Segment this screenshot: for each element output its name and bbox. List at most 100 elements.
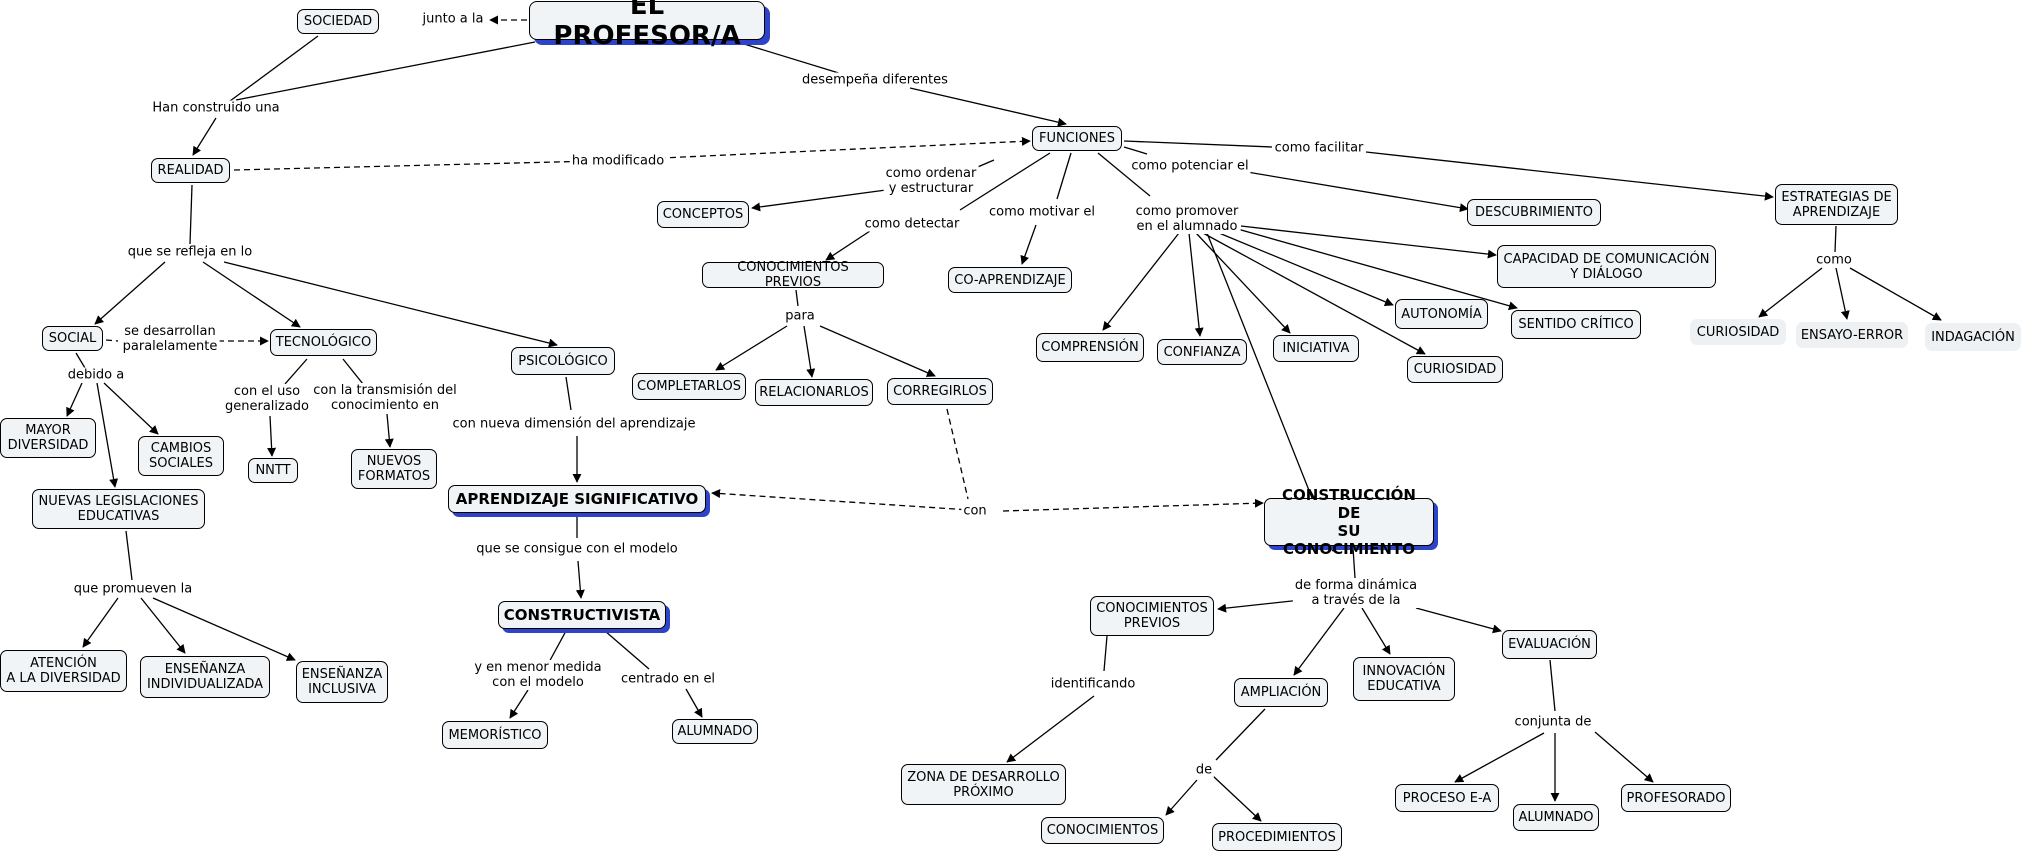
connector-30 [547,630,567,665]
arrow-connector-39 [1020,224,1037,265]
arrow-connector-26 [140,597,186,654]
node-cambios-sociales[interactable]: CAMBIOS SOCIALES [138,436,224,476]
node-procedimientos[interactable]: PROCEDIMIENTOS [1212,823,1342,851]
connector-1 [235,41,536,101]
arrow-connector-44 [1365,151,1774,201]
connector-24 [125,530,133,581]
node-estrategias-aprendizaje[interactable]: ESTRATEGIAS DE APRENDIZAJE [1775,184,1898,225]
arrow-connector-73 [1212,775,1262,822]
arrow-connector-19 [267,415,277,457]
connector-45 [795,289,799,307]
node-relacionarlos[interactable]: RELACIONARLOS [755,379,873,406]
arrow-connector-50 [711,489,986,512]
node-alumnado-right[interactable]: ALUMNADO [1513,804,1599,831]
node-el-profesor[interactable]: EL PROFESOR/A [529,0,765,51]
node-confianza[interactable]: CONFIANZA [1157,339,1247,365]
connector-64 [1352,547,1356,579]
connector-6 [233,160,597,171]
node-proceso-ea[interactable]: PROCESO E-A [1395,784,1499,812]
node-zona-desarrollo[interactable]: ZONA DE DESARROLLO PRÓXIMO [901,764,1066,805]
link-que-se-consigue: que se consigue con el modelo [474,541,680,557]
connector-8 [189,184,193,245]
node-ensayo-error[interactable]: ENSAYO-ERROR [1796,322,1908,348]
node-memoristico[interactable]: MEMORÍSTICO [442,721,548,749]
arrow-connector-33 [685,688,703,718]
link-como-facilitar: como facilitar [1272,140,1366,156]
node-tecnologico[interactable]: TECNOLÓGICO [270,329,377,356]
arrow-connector-21 [384,413,394,448]
link-de: de [1193,762,1215,778]
connector-20 [342,358,364,385]
node-sentido-critico[interactable]: SENTIDO CRÍTICO [1511,310,1641,339]
arrow-connector-51 [1002,498,1264,512]
arrow-connector-25 [82,597,119,648]
link-ha-modificado: ha modificado [569,153,667,169]
node-construccion-conocimiento[interactable]: CONSTRUCCIÓN DE SU CONOCIMIENTO [1264,486,1434,558]
connector-74 [1549,659,1556,712]
arrow-connector-72 [1165,779,1198,816]
node-constructivista[interactable]: CONSTRUCTIVISTA [498,601,666,629]
node-capacidad-comunicacion[interactable]: CAPACIDAD DE COMUNICACIÓN Y DIÁLOGO [1497,245,1716,288]
node-indagacion[interactable]: INDAGACIÓN [1925,323,2021,351]
link-como-potenciar-el: como potenciar el [1129,158,1251,174]
link-conjunta-de: conjunta de [1512,714,1594,730]
node-autonomia[interactable]: AUTONOMÍA [1395,299,1488,329]
node-aprendizaje-significativo[interactable]: APRENDIZAJE SIGNIFICATIVO [448,485,706,513]
link-desempena-diferentes: desempeña diferentes [800,72,950,88]
link-se-desarrollan-paralelamente: se desarrollan paralelamente [120,324,220,354]
node-comprension[interactable]: COMPRENSIÓN [1036,333,1144,362]
node-psicologico[interactable]: PSICOLÓGICO [511,347,615,375]
node-curiosidad-mid[interactable]: CURIOSIDAD [1407,356,1503,383]
node-social[interactable]: SOCIAL [42,326,103,351]
arrow-connector-31 [509,689,529,719]
arrow-connector-11 [223,261,558,348]
node-sociedad[interactable]: SOCIEDAD [297,9,379,34]
arrow-connector-65 [1217,599,1302,613]
arrow-connector-66 [1293,607,1345,676]
node-atencion-diversidad[interactable]: ATENCIÓN A LA DIVERSIDAD [0,650,127,692]
node-ensenanza-inclusiva[interactable]: ENSEÑANZA INCLUSIVA [296,661,388,703]
node-nntt[interactable]: NNTT [248,458,298,483]
node-descubrimiento[interactable]: DESCUBRIMIENTO [1467,199,1601,226]
node-nuevos-formatos[interactable]: NUEVOS FORMATOS [351,449,437,489]
node-conocimientos-previos-top[interactable]: CONOCIMIENTOS PREVIOS [702,260,884,290]
arrow-connector-53 [1188,232,1204,337]
node-mayor-diversidad[interactable]: MAYOR DIVERSIDAD [0,418,96,458]
link-han-construido-una: Han construido una [150,100,282,116]
node-alumnado-left[interactable]: ALUMNADO [672,719,758,744]
node-corregirlos[interactable]: CORREGIRLOS [887,378,993,405]
node-ampliacion[interactable]: AMPLIACIÓN [1234,678,1328,707]
link-junto-a-la: junto a la [420,11,486,27]
connector-60 [1834,225,1837,253]
node-conocimientos-previos-bottom[interactable]: CONOCIMIENTOS PREVIOS [1090,596,1214,636]
arrow-connector-59 [1240,225,1497,259]
link-debido-a: debido a [65,367,127,383]
link-como-ordenar: como ordenar y estructurar [883,166,979,196]
connector-69 [1103,635,1108,672]
connector-32 [604,630,650,670]
node-funciones[interactable]: FUNCIONES [1032,126,1122,151]
node-completarlos[interactable]: COMPLETARLOS [632,373,746,400]
node-conceptos[interactable]: CONCEPTOS [657,201,749,228]
arrow-connector-67 [1361,607,1391,655]
node-innovacion-educativa[interactable]: INNOVACIÓN EDUCATIVA [1353,657,1455,701]
node-iniciativa[interactable]: INICIATIVA [1273,335,1359,362]
arrow-connector-37 [825,230,871,261]
connector-38 [1056,152,1072,200]
arrow-connector-3 [192,117,217,156]
link-con-la-transmision: con la transmisión del conocimiento en [311,383,459,413]
connector-22 [565,376,572,411]
node-realidad[interactable]: REALIDAD [151,158,230,183]
arrow-connector-48 [819,325,936,377]
node-curiosidad-right[interactable]: CURIOSIDAD [1690,319,1786,345]
node-co-aprendizaje[interactable]: CO-APRENDIZAJE [948,267,1072,293]
node-profesorado[interactable]: PROFESORADO [1621,784,1731,812]
node-ensenanza-individualizada[interactable]: ENSEÑANZA INDIVIDUALIZADA [140,656,270,698]
link-como-detectar: como detectar [862,216,962,232]
node-conocimientos[interactable]: CONOCIMIENTOS [1041,817,1164,844]
node-evaluacion[interactable]: EVALUACIÓN [1502,630,1597,659]
connector-71 [1215,708,1266,761]
node-nuevas-legislaciones[interactable]: NUEVAS LEGISLACIONES EDUCATIVAS [32,489,205,529]
arrow-connector-55 [1202,232,1426,355]
arrow-connector-54 [1195,232,1291,334]
